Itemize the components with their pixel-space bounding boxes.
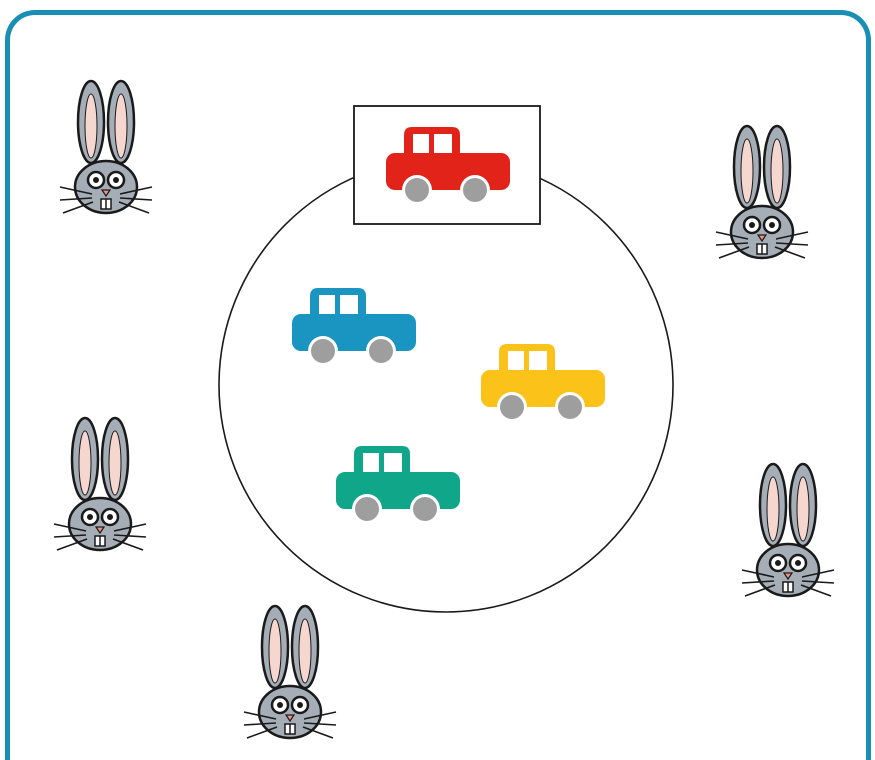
bunny-4: [741, 462, 835, 598]
bunny-2: [715, 124, 809, 260]
bunny-5: [243, 604, 337, 740]
car-blue: [292, 288, 416, 366]
bunny-1: [59, 79, 153, 215]
car-yellow: [481, 344, 605, 422]
cars-layer: [292, 127, 605, 524]
bunnies-layer: [53, 79, 835, 740]
car-green: [336, 446, 460, 524]
bunny-3: [53, 416, 147, 552]
outer-frame: [5, 10, 871, 760]
car-red-selected: [386, 127, 510, 205]
